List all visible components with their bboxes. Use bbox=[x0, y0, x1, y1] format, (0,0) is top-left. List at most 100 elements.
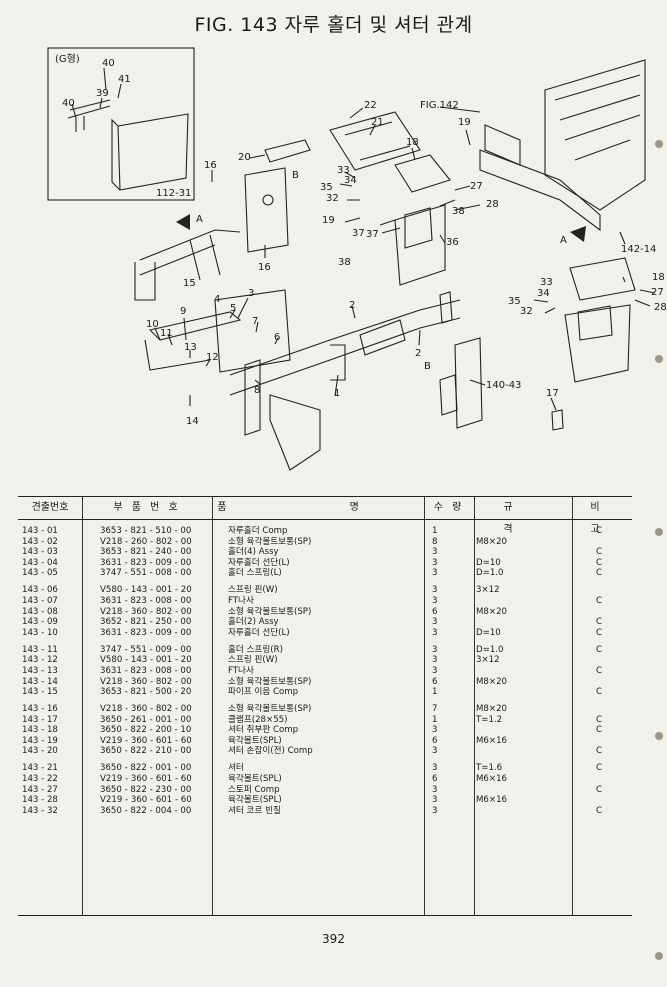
cell-note: C bbox=[596, 687, 603, 698]
cell-part-name: FT나사 bbox=[228, 595, 254, 606]
cell-qty: 6 bbox=[432, 774, 438, 785]
svg-text:112-31: 112-31 bbox=[156, 188, 191, 199]
cell-index-no: 143 - 07 bbox=[22, 595, 58, 606]
header-qty: 수 량 bbox=[433, 502, 465, 513]
cell-note: C bbox=[596, 627, 603, 638]
column-divider bbox=[82, 496, 83, 916]
cell-part-name: 소형 육각볼트보통(SP) bbox=[228, 676, 312, 687]
cell-note: C bbox=[596, 617, 603, 628]
cell-qty: 3 bbox=[432, 725, 438, 736]
cell-part-no: V219 - 360 - 601 - 60 bbox=[100, 795, 192, 806]
cell-index-no: 143 - 13 bbox=[22, 665, 58, 676]
svg-text:18: 18 bbox=[652, 272, 665, 283]
cell-part-no: V580 - 143 - 001 - 20 bbox=[100, 655, 192, 666]
svg-text:17: 17 bbox=[546, 388, 559, 399]
svg-text:27: 27 bbox=[470, 181, 483, 192]
cell-qty: 3 bbox=[432, 805, 438, 816]
cell-part-name: 육각볼트(SPL) bbox=[228, 795, 282, 806]
cell-part-no: V218 - 260 - 802 - 00 bbox=[100, 536, 192, 547]
cell-qty: 8 bbox=[432, 536, 438, 547]
binder-hole bbox=[655, 952, 663, 960]
cell-index-no: 143 - 02 bbox=[22, 536, 58, 547]
cell-part-no: 3631 - 823 - 009 - 00 bbox=[100, 627, 192, 638]
cell-note: C bbox=[596, 725, 603, 736]
cell-note: C bbox=[596, 526, 603, 536]
cell-part-name: 홀더(4) Assy bbox=[228, 547, 279, 558]
cell-spec: T=1.2 bbox=[476, 714, 503, 725]
svg-text:32: 32 bbox=[326, 193, 339, 204]
cell-note: C bbox=[596, 595, 603, 606]
cell-qty: 3 bbox=[432, 627, 438, 638]
cell-spec: M8×20 bbox=[476, 704, 508, 715]
svg-text:A: A bbox=[196, 214, 203, 225]
cell-qty: 3 bbox=[432, 557, 438, 568]
cell-part-no: V580 - 143 - 001 - 20 bbox=[100, 585, 192, 596]
cell-part-name: 홀더 스프링(L) bbox=[228, 568, 282, 579]
svg-text:22: 22 bbox=[364, 100, 377, 111]
inset-frame bbox=[47, 47, 195, 201]
column-divider bbox=[474, 496, 475, 916]
svg-text:35: 35 bbox=[320, 182, 333, 193]
svg-text:33: 33 bbox=[540, 277, 553, 288]
cell-part-no: V219 - 360 - 601 - 60 bbox=[100, 735, 192, 746]
cell-qty: 3 bbox=[432, 644, 438, 655]
cell-part-name: 육각볼트(SPL) bbox=[228, 774, 282, 785]
cell-note: C bbox=[596, 547, 603, 558]
svg-text:38: 38 bbox=[338, 257, 351, 268]
cell-qty: 3 bbox=[432, 568, 438, 579]
cell-part-name: 홀더 스프링(R) bbox=[228, 644, 283, 655]
cell-index-no: 143 - 20 bbox=[22, 746, 58, 757]
svg-text:19: 19 bbox=[458, 117, 471, 128]
cell-part-no: 3747 - 551 - 009 - 00 bbox=[100, 644, 192, 655]
cell-part-name: 클램프(28×55) bbox=[228, 714, 288, 725]
binder-hole bbox=[655, 528, 663, 536]
cell-qty: 3 bbox=[432, 763, 438, 774]
cell-part-no: 3653 - 821 - 510 - 00 bbox=[100, 526, 192, 536]
cell-spec: D=10 bbox=[476, 627, 501, 638]
svg-text:140-43: 140-43 bbox=[486, 380, 521, 391]
cell-index-no: 143 - 08 bbox=[22, 606, 58, 617]
cell-part-no: 3650 - 822 - 001 - 00 bbox=[100, 763, 192, 774]
svg-text:21: 21 bbox=[371, 117, 384, 128]
cell-qty: 3 bbox=[432, 547, 438, 558]
column-divider bbox=[212, 496, 213, 916]
cell-part-name: 스프링 핀(W) bbox=[228, 655, 278, 666]
cell-part-name: 육각볼트(SPL) bbox=[228, 735, 282, 746]
cell-index-no: 143 - 09 bbox=[22, 617, 58, 628]
cell-index-no: 143 - 12 bbox=[22, 655, 58, 666]
svg-text:4: 4 bbox=[214, 294, 220, 305]
cell-qty: 7 bbox=[432, 704, 438, 715]
svg-text:37: 37 bbox=[366, 229, 379, 240]
cell-qty: 3 bbox=[432, 595, 438, 606]
cell-part-no: 3650 - 822 - 210 - 00 bbox=[100, 746, 192, 757]
cell-note: C bbox=[596, 568, 603, 579]
page-title: FIG. 143 자루 홀더 및 셔터 관계 bbox=[194, 14, 473, 36]
binder-hole bbox=[655, 732, 663, 740]
cell-part-name: 스토퍼 Comp bbox=[228, 784, 280, 795]
cell-index-no: 143 - 04 bbox=[22, 557, 58, 568]
column-divider bbox=[424, 496, 425, 916]
cell-note: C bbox=[596, 557, 603, 568]
cell-part-name: 셔터 손잡이(전) Comp bbox=[228, 746, 313, 757]
cell-spec: D=10 bbox=[476, 557, 501, 568]
cell-qty: 1 bbox=[432, 526, 438, 536]
svg-text:20: 20 bbox=[238, 152, 251, 163]
cell-part-name: FT나사 bbox=[228, 665, 254, 676]
svg-text:5: 5 bbox=[230, 303, 236, 314]
svg-text:14: 14 bbox=[186, 416, 199, 427]
cell-part-name: 자루홀더 선단(L) bbox=[228, 557, 290, 568]
cell-spec: 3×12 bbox=[476, 655, 500, 666]
cell-part-name: 자루홀더 Comp bbox=[228, 526, 288, 536]
